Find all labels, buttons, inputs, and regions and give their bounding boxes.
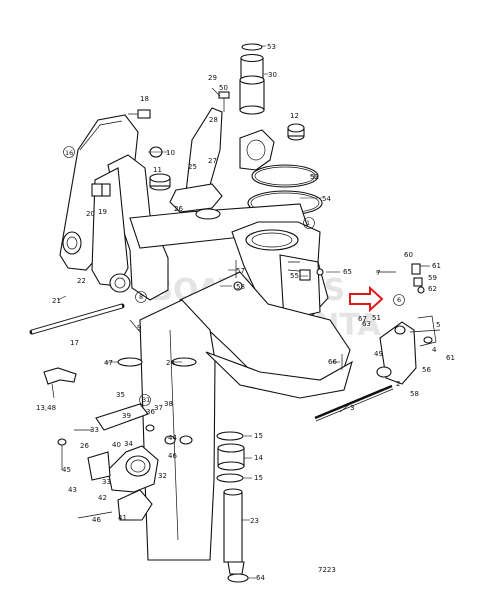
label-18: 18 [140, 95, 149, 103]
label-28: 28 [209, 116, 218, 124]
label-23: 23 [250, 517, 259, 525]
label-58: 58 [236, 283, 245, 291]
label-16: 16 [65, 149, 73, 157]
label-59: 59 [428, 274, 437, 282]
label-15-a: 15 [254, 432, 263, 440]
parts [29, 43, 441, 583]
label-63-a: 63 [362, 320, 371, 328]
label-27: 27 [208, 157, 217, 165]
label-14: 14 [254, 454, 263, 462]
label-58-b: 58 [410, 390, 419, 398]
part-bolt-50 [218, 91, 230, 112]
part-lower-leg [139, 271, 353, 561]
label-46-b: 46 [92, 516, 101, 524]
label-42: 42 [98, 494, 107, 502]
label-39: 39 [122, 412, 131, 420]
label-7: 7 [376, 269, 380, 277]
label-26: 26 [174, 205, 183, 213]
label-49: 49 [374, 350, 383, 358]
label-61-b: 61 [446, 354, 455, 362]
label-10: 10 [166, 149, 175, 157]
part-clip-13-48 [43, 367, 77, 385]
part-ring-52 [251, 164, 319, 188]
label-6: 6 [397, 296, 401, 304]
label-44: 44 [168, 434, 177, 442]
label-52: 52 [310, 173, 319, 181]
label-37: 37 [154, 404, 163, 412]
label-2: 2 [396, 380, 400, 388]
label-47: 47 [104, 359, 113, 367]
label-66: 66 [328, 358, 337, 366]
label-25: 25 [188, 163, 197, 171]
label-34: 34 [124, 440, 133, 448]
label-9: 9 [137, 324, 141, 332]
label-12: 12 [290, 112, 299, 120]
part-crossbar [129, 173, 309, 249]
label-63-b: 56 [422, 366, 431, 374]
label-circles [63, 146, 405, 406]
label-20: 20 [86, 210, 95, 218]
leader-lines [57, 45, 351, 579]
label-1: 1 [306, 219, 310, 227]
label-45: 45 [62, 466, 71, 474]
label-50: 50 [219, 84, 228, 92]
label-13-48: 13,48 [36, 404, 56, 412]
label-32: 32 [158, 472, 167, 480]
label-46-a: 46 [168, 452, 177, 460]
label-67: 67 [358, 315, 367, 323]
label-57: 57 [236, 267, 245, 275]
label-31: 31 [142, 396, 150, 404]
label-21: 21 [52, 297, 61, 305]
label-8: 8 [139, 293, 143, 301]
label-11: 11 [153, 166, 162, 174]
callout-arrow [349, 285, 384, 313]
label-36: 36 [146, 408, 155, 416]
label-54: 54 [322, 195, 331, 203]
label-19: 19 [98, 208, 107, 216]
label-55: 55 [290, 272, 299, 280]
label-53: 53 [267, 43, 276, 51]
label-62: 62 [428, 285, 437, 293]
label-24: 24 [166, 359, 175, 367]
part-bushing-12 [287, 123, 305, 141]
label-61: 61 [432, 262, 441, 270]
part-bracket-right [185, 107, 275, 201]
label-33: 33 [90, 426, 99, 434]
label-33-b: 33 [102, 478, 111, 486]
label-40: 40 [112, 441, 121, 449]
label-15-b: 15 [254, 474, 263, 482]
drawing-number: 7223 [318, 566, 336, 574]
label-60: 60 [404, 251, 413, 259]
part-labels: 53 30 29 50 28 18 12 16 10 11 27 25 52 5… [36, 43, 455, 582]
label-4: 4 [432, 346, 437, 354]
label-5: 5 [436, 321, 440, 329]
label-35: 35 [116, 391, 125, 399]
part-lower-stack [216, 431, 249, 583]
label-65: 65 [343, 268, 352, 276]
part-yoke-assembly [57, 403, 193, 521]
label-38: 38 [164, 400, 173, 408]
label-64: 64 [256, 574, 265, 582]
label-41: 41 [118, 514, 127, 522]
label-51: 51 [372, 314, 381, 322]
label-22: 22 [77, 277, 86, 285]
label-17: 17 [70, 339, 79, 347]
label-43: 43 [68, 486, 77, 494]
part-rod-3 [314, 384, 393, 420]
part-clips-upper-right [376, 263, 430, 294]
label-30: 30 [268, 71, 277, 79]
label-26-b: 26 [80, 442, 89, 450]
label-3: 3 [350, 404, 354, 412]
label-29: 29 [208, 74, 217, 82]
part-sleeve-top [239, 43, 265, 115]
part-ring-47 [117, 357, 143, 367]
part-linkage-bracket [376, 315, 441, 385]
